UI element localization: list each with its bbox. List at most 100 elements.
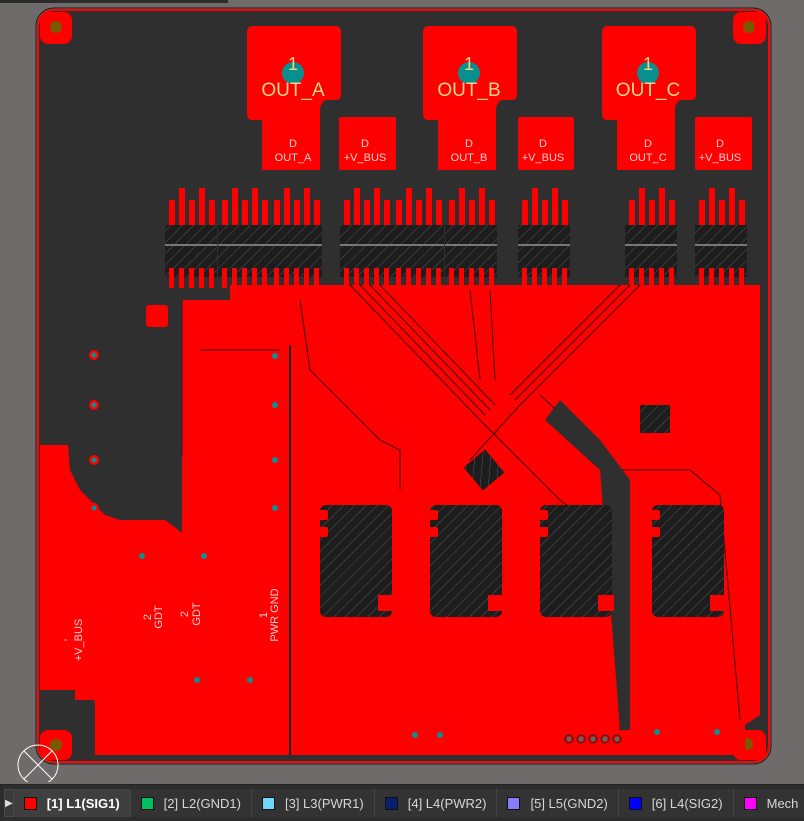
ic-pin xyxy=(284,268,289,288)
pad-vbus-b[interactable] xyxy=(518,117,574,170)
ic-pin xyxy=(189,268,194,288)
ic-pin xyxy=(209,268,214,288)
mosfet-pad xyxy=(632,527,660,537)
via-icon xyxy=(437,732,443,738)
ic-pin xyxy=(222,200,228,230)
layer-tab[interactable]: Mech xyxy=(733,789,804,817)
via-icon xyxy=(272,457,278,463)
ic-pin xyxy=(274,268,279,288)
ic-pin xyxy=(354,268,359,288)
pad-pin: 2 xyxy=(179,611,191,617)
ic-pin xyxy=(436,268,441,288)
via-icon xyxy=(603,737,607,741)
mosfet-packages xyxy=(300,505,726,617)
mosfet-pad xyxy=(632,510,660,520)
via-icon xyxy=(615,737,619,741)
ic-pin xyxy=(709,188,715,230)
via-icon xyxy=(458,62,480,84)
via-icon xyxy=(201,553,207,559)
ic-pin xyxy=(699,268,704,288)
ic-pin xyxy=(179,188,185,230)
ic-pin xyxy=(709,268,714,288)
pad-out-c[interactable] xyxy=(602,26,696,170)
mosfet-pad xyxy=(410,510,438,520)
pad-vbus-c[interactable] xyxy=(695,117,752,170)
layer-color-swatch xyxy=(384,796,398,810)
via-icon xyxy=(272,505,278,511)
via-icon xyxy=(714,729,720,735)
ic-pin xyxy=(169,200,175,230)
via-group xyxy=(89,350,720,744)
layer-tab[interactable]: [5] L5(GND2) xyxy=(497,789,619,817)
ic-pin xyxy=(189,200,195,230)
ic-pin xyxy=(304,188,310,230)
ic-pin xyxy=(629,200,635,230)
via-icon xyxy=(412,732,418,738)
mosfet-package xyxy=(652,505,724,617)
pad-number: 1 xyxy=(288,54,298,74)
via-icon xyxy=(591,737,595,741)
layer-tab[interactable]: [2] L2(GND1) xyxy=(130,789,252,817)
via-icon xyxy=(654,729,660,735)
layer-tab-label: [3] L3(PWR1) xyxy=(284,795,364,811)
pad-out-a[interactable] xyxy=(247,26,341,170)
ic-pin xyxy=(232,268,237,288)
ic-pin xyxy=(364,200,370,230)
ic-pin xyxy=(522,268,527,288)
pad-net-label: OUT_A xyxy=(261,80,325,101)
pad-pin: 1 xyxy=(258,612,270,618)
ic-pin xyxy=(416,268,421,288)
ic-pin xyxy=(416,200,422,230)
layer-tab[interactable]: [4] L4(PWR2) xyxy=(374,789,498,817)
mosfet-package xyxy=(540,505,612,617)
via-icon xyxy=(91,457,97,463)
ic-pin xyxy=(252,268,257,288)
ic-pin xyxy=(639,188,645,230)
pad-pin: 2 xyxy=(142,614,154,620)
ic-pin xyxy=(532,188,538,230)
via-icon xyxy=(139,553,145,559)
pad-out-b[interactable] xyxy=(423,26,517,170)
ic-pin xyxy=(729,188,735,230)
ic-pin xyxy=(639,268,644,288)
ic-pin xyxy=(274,200,280,230)
ic-pin xyxy=(659,268,664,288)
layer-color-swatch xyxy=(628,796,642,810)
ic-pin xyxy=(199,188,205,230)
ic-pin xyxy=(562,200,568,230)
mosfet-pad xyxy=(520,527,548,537)
mosfet-pad xyxy=(598,595,614,611)
layer-tab[interactable]: [1] L1(SIG1) xyxy=(13,789,131,817)
mosfet-pad xyxy=(410,527,438,537)
layer-tab-label: Mech xyxy=(766,795,799,811)
ic-pin xyxy=(406,188,412,230)
pad-vbus-a[interactable] xyxy=(339,117,396,170)
ic-pin xyxy=(489,200,495,230)
ic-pin xyxy=(252,188,258,230)
via-icon xyxy=(272,402,278,408)
ic-pin xyxy=(242,200,248,230)
layer-color-swatch xyxy=(23,796,37,810)
ic-pin xyxy=(459,268,464,288)
ic-pin xyxy=(294,200,300,230)
layer-tab[interactable]: [3] L3(PWR1) xyxy=(251,789,375,817)
pad-net-label: OUT_C xyxy=(616,80,680,101)
ic-pin xyxy=(284,188,290,230)
mosfet-pad xyxy=(300,527,328,537)
ic-pin xyxy=(739,268,744,288)
ic-pin xyxy=(344,200,350,230)
ic-pin xyxy=(719,268,724,288)
pad-pin: ' xyxy=(63,639,75,641)
pcb-canvas[interactable]: 1 OUT_A 1 OUT_B 1 OUT_C D OUT_A D +V_BUS… xyxy=(0,0,804,782)
layer-tab[interactable]: [6] L4(SIG2) xyxy=(618,789,734,817)
ic-pin xyxy=(374,268,379,288)
ic-pin xyxy=(242,268,247,288)
layer-color-swatch xyxy=(743,796,757,810)
ic-pin xyxy=(659,188,665,230)
pad-net: PWR GND xyxy=(269,588,281,641)
ic-pin xyxy=(406,268,411,288)
driver-ic-row xyxy=(165,188,747,288)
pad-net: OUT_C xyxy=(629,152,666,164)
pad-net: OUT_B xyxy=(451,152,488,164)
scroll-layers-button[interactable]: ▶ xyxy=(4,789,14,817)
